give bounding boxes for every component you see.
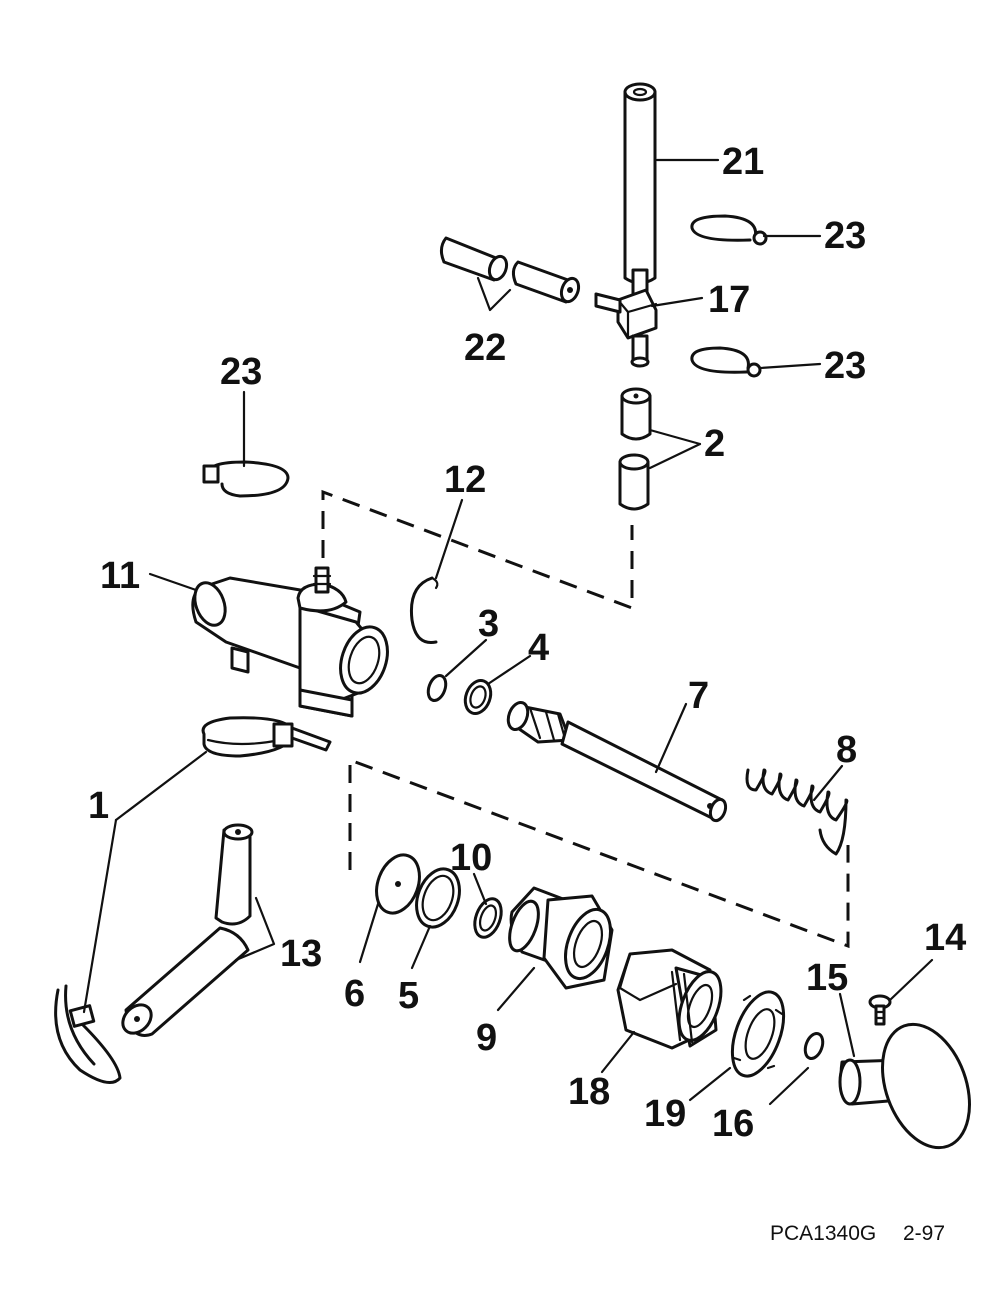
part-7-plunger [506, 700, 728, 823]
callout-6: 6 [344, 973, 365, 1015]
part-23-clamp-middle [690, 346, 762, 378]
callout-19: 19 [644, 1093, 686, 1135]
part-6-washer [375, 853, 421, 915]
drawing-code: PCA1340G [770, 1222, 876, 1245]
callout-7: 7 [688, 675, 709, 717]
part-8-spring [745, 768, 849, 856]
part-1-cable-tie-lower [54, 984, 122, 1084]
callout-22: 22 [464, 327, 506, 369]
part-16-ring [803, 1031, 825, 1061]
part-17-tee-fitting [594, 268, 658, 368]
callout-10: 10 [450, 837, 492, 879]
callout-23-middle: 23 [824, 345, 866, 387]
part-5-o-ring [415, 867, 461, 929]
part-23-clamp-upper [690, 214, 768, 246]
drawing-reference: PCA1340G 2-97 [770, 1222, 945, 1245]
callout-23-left: 23 [220, 351, 262, 393]
callout-12: 12 [444, 459, 486, 501]
part-14-screw [868, 994, 892, 1026]
callout-1: 1 [88, 785, 109, 827]
part-19-retaining-washer [730, 990, 786, 1078]
part-23-clamp-left [202, 460, 290, 498]
callout-9: 9 [476, 1017, 497, 1059]
part-1-cable-tie-upper [201, 716, 332, 758]
part-21-hose [623, 82, 657, 285]
part-9-fitting [508, 886, 614, 990]
callout-16: 16 [712, 1103, 754, 1145]
assembly-guide-lines [321, 489, 850, 949]
callout-3: 3 [478, 603, 499, 645]
part-12-retaining-ring [409, 576, 439, 645]
callout-8: 8 [836, 729, 857, 771]
callout-23-upper: 23 [824, 215, 866, 257]
leader-lines [82, 158, 934, 1106]
callout-17: 17 [708, 279, 750, 321]
part-11-valve-body [191, 566, 389, 718]
callout-18: 18 [568, 1071, 610, 1113]
revision-date: 2-97 [903, 1222, 945, 1245]
callout-15: 15 [806, 957, 848, 999]
part-3-o-ring [426, 673, 448, 703]
callout-14: 14 [924, 917, 966, 959]
part-18-threaded-nut [616, 948, 723, 1050]
callout-11: 11 [100, 555, 140, 597]
callout-labels: 21 23 17 22 23 23 2 12 11 3 4 7 8 1 10 1… [88, 141, 966, 1145]
callout-2: 2 [704, 423, 725, 465]
callout-4: 4 [528, 627, 549, 669]
part-15-knob [838, 1022, 971, 1150]
part-22-hoses [439, 236, 581, 304]
part-10-o-ring [473, 897, 503, 939]
callout-21: 21 [722, 141, 764, 183]
part-13-elbow-hoses [121, 823, 254, 1037]
callout-13: 13 [280, 933, 322, 975]
part-4-o-ring [463, 679, 493, 715]
callout-5: 5 [398, 975, 419, 1017]
part-2-hose-pieces [618, 387, 652, 511]
